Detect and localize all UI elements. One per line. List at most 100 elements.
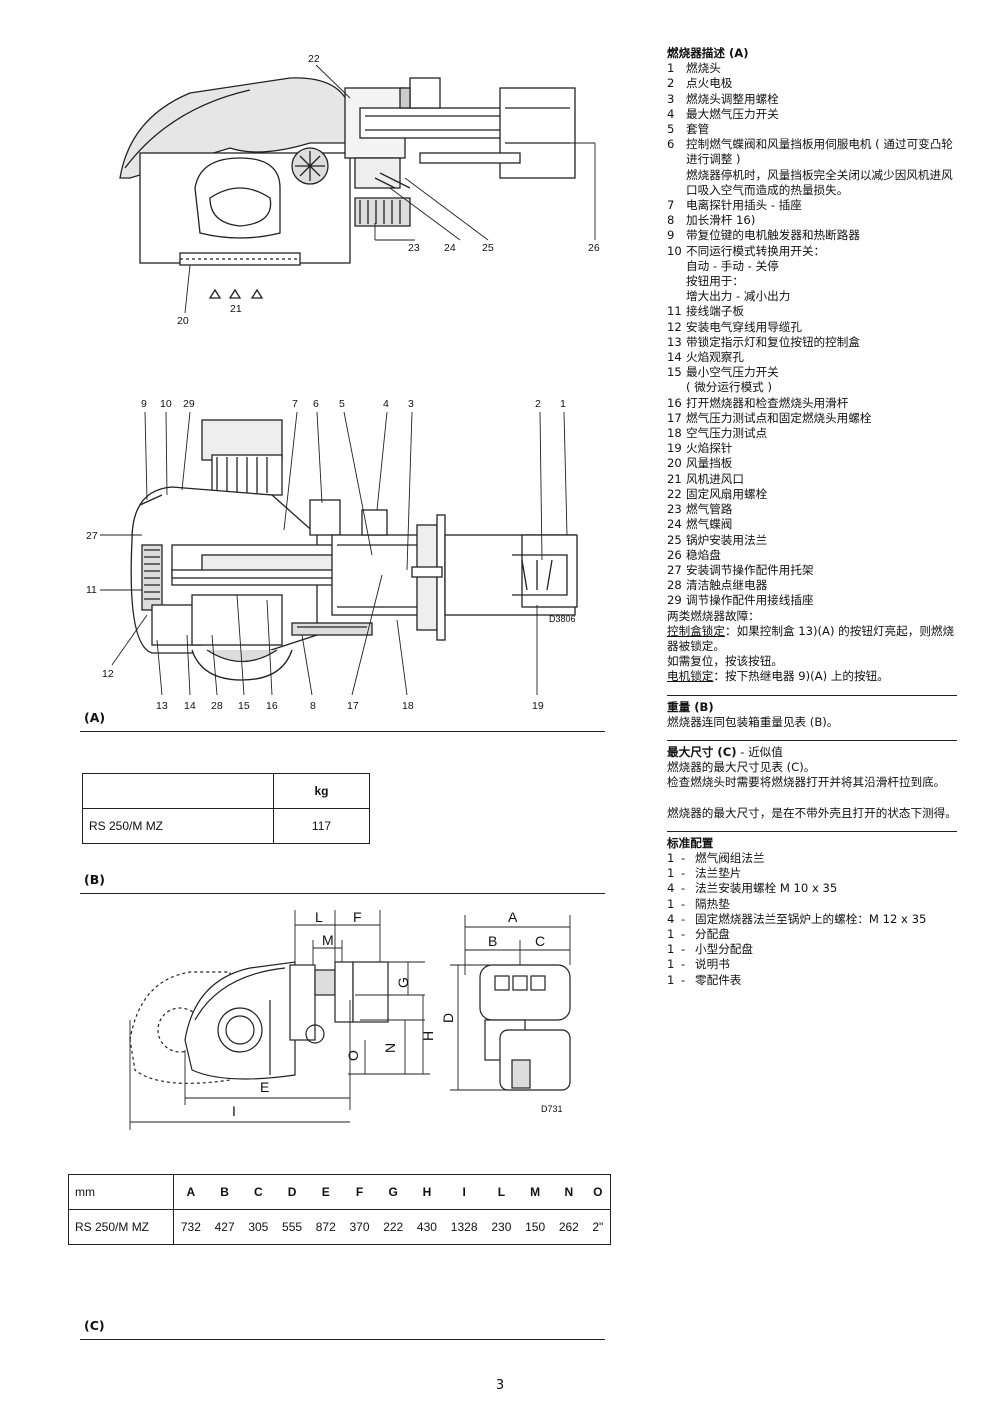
callout-11: 11 xyxy=(86,584,97,596)
figure-a-caption: (A) xyxy=(84,710,106,725)
callout-18: 18 xyxy=(402,700,414,712)
list-item-number: 28 xyxy=(667,578,682,593)
callout-29: 29 xyxy=(183,398,195,410)
figure-b-caption: (B) xyxy=(84,872,105,887)
list-item: 1-燃气阀组法兰 xyxy=(667,851,957,866)
list-item-text: 不同运行模式转换用开关： xyxy=(686,243,826,258)
callout-21: 21 xyxy=(230,303,242,315)
table-cell: 230 xyxy=(484,1209,519,1245)
callout-25: 25 xyxy=(482,242,494,254)
list-item: 按钮用于： xyxy=(667,274,957,289)
list-item: 1-分配盘 xyxy=(667,927,957,942)
dash-separator: - xyxy=(681,972,686,987)
list-item-text: 燃气管路 xyxy=(686,502,733,517)
weight-title: 重量 (B) xyxy=(667,699,714,714)
list-item-number: 1 xyxy=(667,61,675,76)
faults-title: 两类燃烧器故障： xyxy=(667,608,760,623)
page-number: 3 xyxy=(495,1378,505,1393)
list-item-number: 10 xyxy=(667,243,682,258)
list-item-number: 5 xyxy=(667,122,675,137)
list-item-text: 电离探针用插头 - 插座 xyxy=(686,198,802,213)
list-item-number: 12 xyxy=(667,319,682,334)
dash-separator: - xyxy=(681,942,686,957)
list-item: 自动 - 手动 - 关停 xyxy=(667,259,957,274)
burner-side-view: 9 10 29 7 6 5 4 3 2 1 27 11 12 13 14 28 … xyxy=(86,398,578,712)
max-dim-p1: 燃烧器的最大尺寸见表 (C)。 xyxy=(667,760,816,775)
table-cell: 2" xyxy=(585,1209,611,1245)
item-text: 说明书 xyxy=(695,957,730,972)
list-item: 1-隔热垫 xyxy=(667,897,957,912)
dash-separator: - xyxy=(681,896,686,911)
callout-5: 5 xyxy=(339,398,345,410)
list-item: 1-零配件表 xyxy=(667,973,957,988)
list-item-number: 21 xyxy=(667,471,682,486)
max-dimension-section: 最大尺寸 (C) - 近似值 燃烧器的最大尺寸见表 (C)。 检查燃烧头时需要将… xyxy=(667,739,957,821)
callout-16: 16 xyxy=(266,700,278,712)
callout-7: 7 xyxy=(292,398,298,410)
max-dim-p2: 检查燃烧头时需要将燃烧器打开并将其沿滑杆拉到底。 xyxy=(667,775,946,790)
weight-text: 燃烧器连同包装箱重量见表 (B)。 xyxy=(667,714,839,729)
callout-14: 14 xyxy=(184,700,196,712)
table-cell: 872 xyxy=(308,1209,343,1245)
lockout-motor-text: ：按下热继电器 9)(A) 上的按钮。 xyxy=(713,669,889,684)
list-item: 4-法兰安装用螺栓 M 10 x 35 xyxy=(667,881,957,896)
list-item: ( 微分运行模式 ) xyxy=(667,380,957,395)
callout-10: 10 xyxy=(160,398,172,410)
list-item-number: 23 xyxy=(667,502,682,517)
list-item-text: 点火电极 xyxy=(686,76,733,91)
dash-separator: - xyxy=(681,926,686,941)
table-header: A xyxy=(172,1174,208,1210)
figure-a-top-drawing: 22 23 24 25 26 20 21 xyxy=(110,48,610,333)
callout-9: 9 xyxy=(141,398,147,410)
list-item-text: 控制燃气蝶阀和风量挡板用伺服电机 ( 通过可变凸轮进行调整 ) xyxy=(686,137,953,167)
table-header: O xyxy=(585,1174,611,1210)
dim-label-b: B xyxy=(488,933,497,949)
list-item-number: 6 xyxy=(667,137,675,152)
table-header: F xyxy=(342,1174,377,1210)
list-item: 4-固定燃烧器法兰至锅炉上的螺栓：M 12 x 35 xyxy=(667,912,957,927)
item-quantity: 1 xyxy=(667,972,675,987)
list-item-text: 锅炉安装用法兰 xyxy=(686,532,768,547)
lockout-control: 控制盒锁定：如果控制盒 13)(A) 的按钮灯亮起，则燃烧器被锁定。 xyxy=(667,624,957,654)
table-header: M xyxy=(518,1174,552,1210)
callout-19: 19 xyxy=(532,700,544,712)
max-dim-title-suffix: - 近似值 xyxy=(736,744,783,759)
description-title: 燃烧器描述 (A) xyxy=(667,46,749,60)
list-item-text: 增大出力 - 减小出力 xyxy=(686,289,791,304)
list-item-number: 2 xyxy=(667,76,675,91)
list-item-text: 按钮用于： xyxy=(686,274,744,289)
item-quantity: 4 xyxy=(667,881,675,896)
callout-27: 27 xyxy=(86,530,98,542)
list-item: 2 点火电极 xyxy=(667,76,957,91)
table-row: kg xyxy=(82,773,370,809)
table-cell: 262 xyxy=(551,1209,586,1245)
list-item-number: 26 xyxy=(667,547,682,562)
table-cell: 305 xyxy=(241,1209,276,1245)
dim-label-e: E xyxy=(260,1079,269,1095)
list-item-number: 20 xyxy=(667,456,682,471)
list-item-number: 17 xyxy=(667,410,682,425)
table-header-kg: kg xyxy=(273,773,370,809)
item-text: 小型分配盘 xyxy=(695,942,753,957)
list-item-number: 7 xyxy=(667,198,675,213)
dimensions-table: mm A B C D E F G H I L M N O RS 250/M MZ… xyxy=(68,1174,611,1245)
table-cell-model: RS 250/M MZ xyxy=(82,808,274,844)
table-header: B xyxy=(207,1174,242,1210)
weight-table: kg RS 250/M MZ 117 xyxy=(82,773,370,844)
callout-23: 23 xyxy=(408,242,420,254)
max-dim-title: 最大尺寸 (C) xyxy=(667,744,737,759)
callout-2: 2 xyxy=(535,398,541,410)
table-header-mm: mm xyxy=(68,1174,174,1210)
dim-label-l: L xyxy=(315,909,323,925)
